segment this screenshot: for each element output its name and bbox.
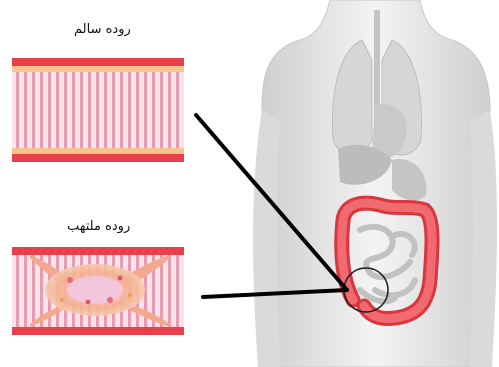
inflamed-intestine-label: روده ملتهب xyxy=(67,219,130,234)
inflamed-intestine-diagram xyxy=(12,247,184,335)
healthy-intestine-label: روده سالم xyxy=(74,22,131,37)
healthy-intestine-diagram xyxy=(12,55,184,163)
